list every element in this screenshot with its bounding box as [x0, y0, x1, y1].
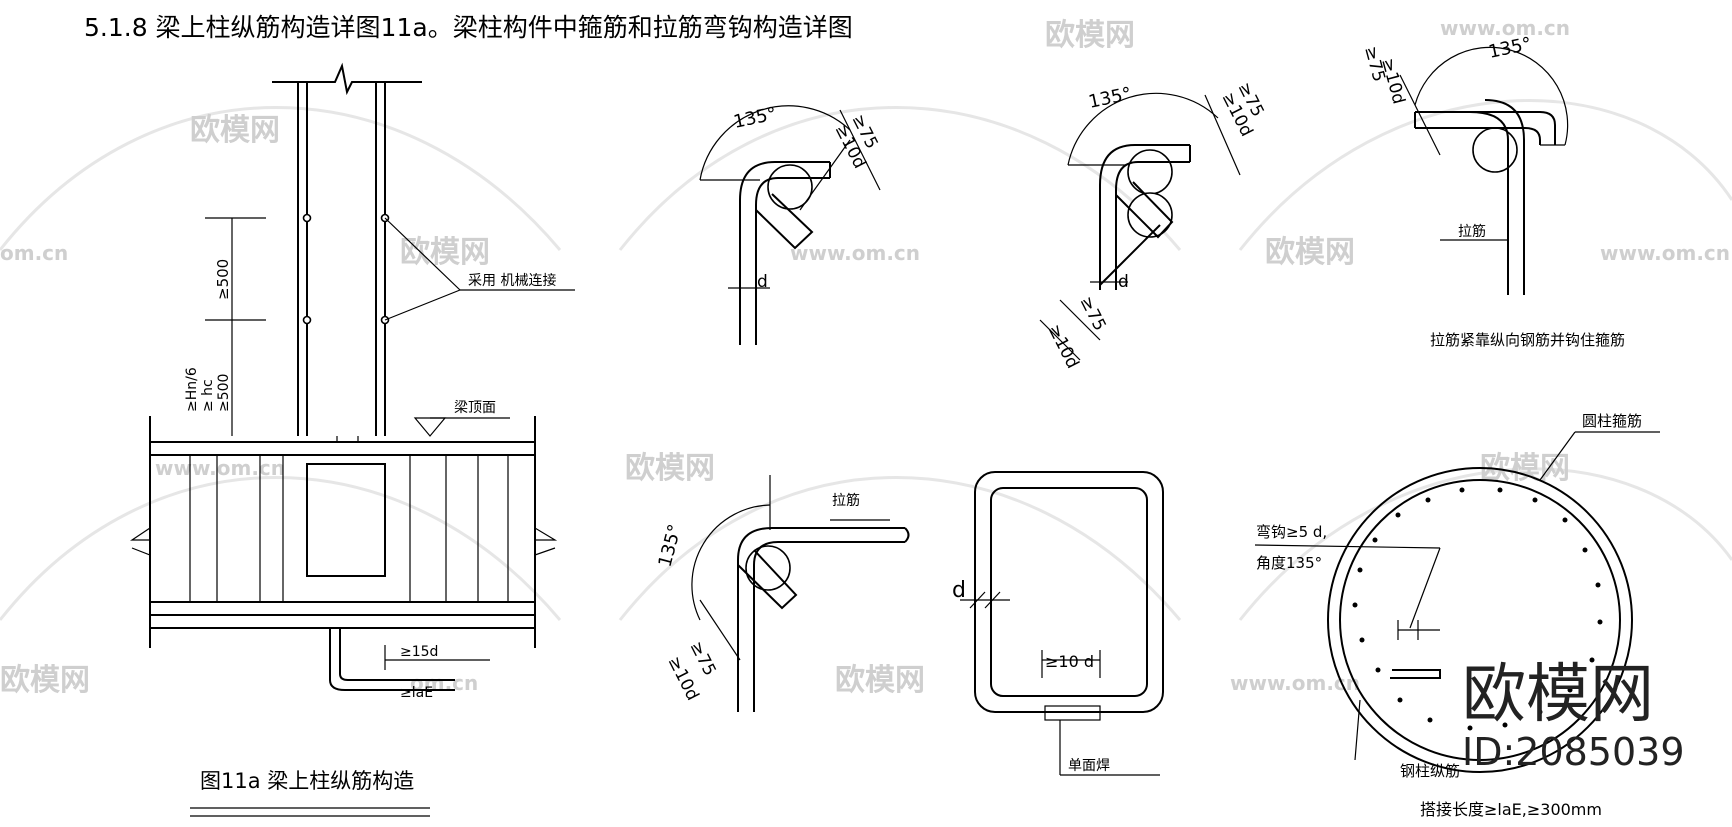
watermark-url: www.om.cn [1440, 16, 1570, 40]
hook-detail-3: ≥75 ≥10d 135° 拉筋 拉筋紧靠纵向钢筋并钩住箍筋 [1360, 33, 1625, 349]
rect-len10d: ≥10 d [1045, 652, 1094, 671]
hook3-tie: 拉筋 [1458, 223, 1486, 240]
hook-detail-2: ≥75 ≥10d 135° d ≥75 ≥10d [1039, 79, 1268, 372]
dim-500-b: ≥500 [216, 374, 232, 412]
watermark-brand: 欧模网 [625, 451, 715, 486]
watermark-logo-id: ID:2085039 [1462, 730, 1685, 774]
rect-d: d [952, 578, 966, 603]
hook1-d: d [757, 272, 768, 292]
hook3-len10d: ≥10d [1377, 56, 1408, 106]
page-heading: 5.1.8 梁上柱纵筋构造详图11a。梁柱构件中箍筋和拉筋弯钩构造详图 [84, 13, 853, 42]
hook1-angle: 135° [732, 103, 779, 133]
round-hook-len: 弯钩≥5 d, [1256, 523, 1327, 541]
hook-detail-1: ≥75 ≥10d 135° d [699, 103, 882, 345]
watermark-brand: 欧模网 [1045, 18, 1135, 53]
hook4-tie: 拉筋 [832, 492, 860, 509]
rect-stirrup-detail: d ≥10 d 单面焊 [952, 471, 1164, 776]
watermark-url: www.om.cn [155, 456, 285, 480]
round-hook-angle: 角度135° [1256, 554, 1322, 572]
round-stirrup-label: 圆柱箍筋 [1582, 412, 1642, 430]
watermark-url-cut: om.cn [0, 241, 68, 265]
watermark-url: www.om.cn [1230, 671, 1360, 695]
hook2-len75-bot: ≥75 [1076, 293, 1110, 334]
hook2-angle: 135° [1087, 83, 1134, 113]
dim-500: ≥500 [214, 259, 232, 300]
watermark-url: www.om.cn [790, 241, 920, 265]
watermark-logo: 欧模网 ID:2085039 [1462, 658, 1685, 774]
hook2-d: d [1118, 272, 1129, 292]
dim-hc: ≥ hc [200, 379, 216, 412]
dim-lae: ≥laE [400, 685, 433, 701]
round-long-bar-label: 钢柱纵筋 [1400, 762, 1460, 780]
dim-hn6: ≥Hn/6 [184, 367, 200, 412]
hook4-angle: 135° [655, 522, 687, 569]
watermark-brand: 欧模网 [1265, 235, 1355, 270]
mech-connection-label: 采用 机械连接 [468, 272, 556, 289]
figure-11a: ≥500 ≥Hn/6 ≥ hc ≥500 采用 机械连接 梁顶面 [130, 62, 575, 817]
round-column-detail: 弯钩≥5 d, 角度135° 圆柱箍筋 钢柱纵筋 搭接长度≥laE,≥300mm [1254, 412, 1660, 819]
watermark-brand: 欧模网 [400, 235, 490, 270]
watermark-url: www.om.cn [1600, 241, 1730, 265]
watermark-brand: 欧模网 [0, 663, 90, 698]
watermark-brand: 欧模网 [835, 663, 925, 698]
hook3-caption: 拉筋紧靠纵向钢筋并钩住箍筋 [1430, 331, 1625, 349]
figure-11a-caption: 图11a 梁上柱纵筋构造 [200, 769, 414, 793]
round-lap-label: 搭接长度≥laE,≥300mm [1420, 800, 1602, 819]
dim-15d: ≥15d [400, 644, 438, 660]
watermark-brand: 欧模网 [190, 113, 280, 148]
watermark-logo-brand: 欧模网 [1462, 658, 1654, 732]
hook2-len10d-bot: ≥10d [1044, 321, 1083, 372]
watermark-texts: 欧模网 欧模网 欧模网 欧模网 欧模网 欧模网 欧模网 欧模网 www.om.c… [0, 16, 1730, 698]
beam-top-label: 梁顶面 [454, 400, 496, 416]
rect-weld: 单面焊 [1068, 758, 1110, 774]
